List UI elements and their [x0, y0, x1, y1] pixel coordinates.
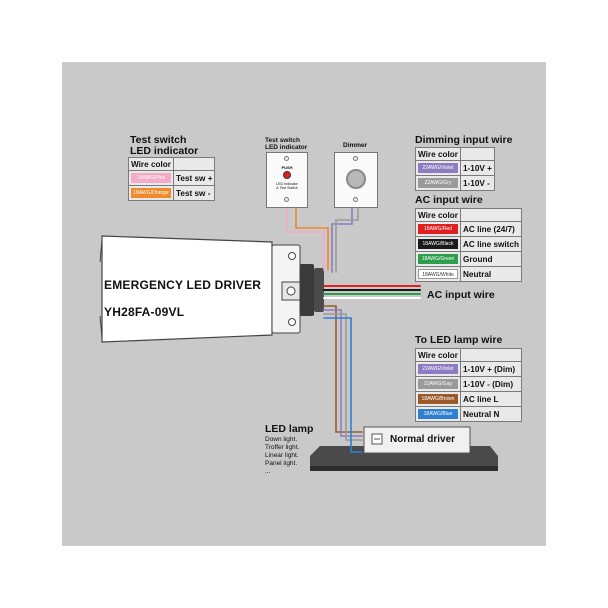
test-switch-heading-line2: LED indicator — [130, 145, 199, 157]
wire-gray-dim-out — [323, 313, 363, 441]
wire-brown — [323, 305, 363, 433]
screw-icon — [353, 156, 358, 161]
led-wire-table: Wire color 22AWG/Violet 1-10V + (Dim) 22… — [415, 348, 522, 422]
wire-label: AC line switch — [460, 236, 522, 252]
wire-label: 1-10V - (Dim) — [460, 376, 522, 392]
wire-label: Test sw + — [172, 170, 216, 186]
dimmer-knob[interactable] — [346, 169, 366, 189]
test-switch-caption: LED Indicator & Test Switch — [267, 182, 307, 190]
test-switch-caption-line2: & Test Switch — [276, 186, 298, 190]
wire-swatch-violet: 22AWG/Violet — [418, 163, 458, 173]
driver-model: YH28FA-09VL — [104, 305, 185, 319]
wire-blue — [323, 317, 363, 453]
wire-swatch-white: 18AWG/White — [418, 269, 458, 279]
screw-icon — [353, 197, 358, 202]
wire-violet-dim-in — [331, 205, 353, 273]
wire-swatch-brown: 18AWG/Brown — [418, 394, 458, 404]
led-wire-heading: To LED lamp wire — [415, 334, 503, 346]
test-switch-device-heading-line2: LED indicator — [265, 144, 308, 151]
ac-input-wire-label: AC input wire — [427, 289, 495, 301]
dimming-table: Wire color 22AWG/Violet 1-10V + 22AWG/Gr… — [415, 147, 495, 191]
wire-label: AC line (24/7) — [460, 221, 522, 237]
wire-label: AC line L — [460, 391, 522, 407]
mount-hole-top — [288, 252, 296, 260]
wire-label: Neutral — [460, 266, 522, 282]
wire-swatch-gray: 22AWG/Gay — [418, 379, 458, 389]
wire-swatch-blue: 18AWG/Blue — [418, 409, 458, 419]
test-switch-caption-line1: LED Indicator — [276, 182, 298, 186]
test-switch-device: PUSH LED Indicator & Test Switch — [266, 152, 308, 208]
clamp-screw — [286, 286, 296, 296]
lamp-type-item: Panel light. — [265, 460, 298, 467]
table-header-cell: Wire color — [128, 157, 174, 171]
lamp-type-item: Down light. — [265, 436, 298, 443]
led-lamp-heading: LED lamp — [265, 423, 314, 435]
lamp-type-item: Troffer light. — [265, 444, 300, 451]
test-push-button[interactable] — [283, 171, 291, 179]
normal-driver-label: Normal driver — [390, 434, 456, 445]
table-header-cell: Wire color — [415, 147, 461, 161]
push-label: PUSH — [281, 165, 293, 170]
ac-input-table: Wire color 18AWG/Red AC line (24/7) 18AW… — [415, 208, 522, 282]
wire-label: 1-10V - — [460, 175, 495, 191]
wire-gray-dim-in — [335, 205, 359, 273]
wire-swatch-green: 18AWG/Green — [418, 254, 458, 264]
driver-title: EMERGENCY LED DRIVER — [104, 278, 262, 292]
screw-icon — [284, 197, 289, 202]
led-lamp-list: Down light. Troffer light. Linear light.… — [265, 436, 299, 476]
screw-icon — [284, 156, 289, 161]
dimmer-device — [334, 152, 378, 208]
dimmer-heading: Dimmer — [343, 142, 368, 149]
wire-swatch-violet: 22AWG/Violet — [418, 364, 458, 374]
wire-label: 1-10V + — [460, 160, 495, 176]
test-switch-table: Wire color 18AWG/Pink Test sw + 18AWG/Or… — [128, 157, 216, 201]
wire-swatch-red: 18AWG/Red — [418, 224, 458, 234]
table-header-cell: Wire color — [415, 348, 461, 362]
wire-label: 1-10V + (Dim) — [460, 361, 522, 377]
wire-swatch-gray: 22AWG/Gry — [418, 178, 458, 188]
wire-runs — [286, 205, 421, 453]
wire-swatch-pink: 18AWG/Pink — [131, 173, 171, 183]
test-switch-device-heading: Test switch LED indicator — [265, 137, 307, 151]
wire-pink — [286, 205, 325, 271]
lamp-type-item: ... — [265, 468, 271, 475]
wire-label: Neutral N — [460, 406, 522, 422]
test-switch-device-heading-line1: Test switch — [265, 137, 300, 144]
driver-body — [101, 235, 273, 343]
test-switch-heading: Test switch LED indicator — [130, 135, 198, 157]
wire-orange — [295, 205, 329, 271]
lamp-type-item: Linear light. — [265, 452, 299, 459]
test-switch-heading-line1: Test switch — [130, 134, 187, 146]
wire-label: Test sw - — [172, 185, 216, 201]
wire-bundle-sleeve — [300, 264, 314, 316]
wire-label: Ground — [460, 251, 522, 267]
ac-input-heading: AC input wire — [415, 194, 483, 206]
mount-hole-bottom — [288, 318, 296, 326]
table-header-cell: Wire color — [415, 208, 461, 222]
wire-swatch-orange: 18AWG/Orange — [131, 188, 171, 198]
wire-swatch-black: 18AWG/Black — [418, 239, 458, 249]
wire-violet-dim-out — [323, 309, 363, 437]
dimming-heading: Dimming input wire — [415, 134, 513, 146]
led-lamp-fixture-base — [310, 466, 498, 471]
